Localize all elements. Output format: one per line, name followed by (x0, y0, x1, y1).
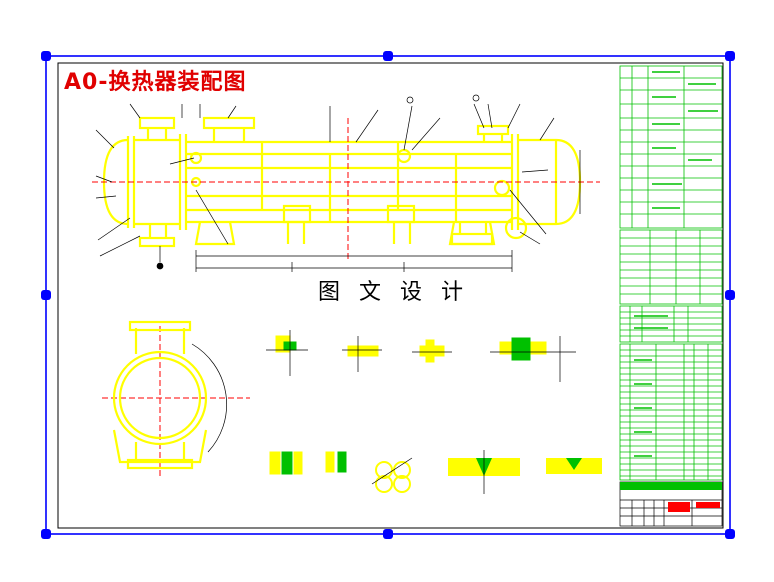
inner-frame (57, 62, 724, 529)
handle-bottom-right[interactable] (725, 529, 735, 539)
handle-top-mid[interactable] (383, 51, 393, 61)
end-view-arc (191, 343, 227, 453)
handle-top-right[interactable] (725, 51, 735, 61)
drawing-number-box (696, 502, 720, 508)
detail-2-2 (342, 336, 382, 372)
title-block-stamp (668, 502, 690, 512)
title-block-header-band (620, 482, 722, 490)
detail-tubesheet-weld (448, 450, 520, 494)
detail-5-5 (269, 451, 303, 475)
handle-bottom-left[interactable] (41, 529, 51, 539)
table-text-marks (634, 71, 718, 457)
watermark-text: 图 文 设 计 (318, 276, 463, 310)
detail-tube-arrangement (371, 457, 413, 493)
detail-4-4 (490, 336, 576, 382)
detail-baffle-weld (546, 458, 602, 474)
detail-3-3 (412, 339, 452, 363)
detail-6-6 (325, 451, 347, 473)
handle-mid-right[interactable] (725, 290, 735, 300)
end-view (112, 320, 208, 470)
handle-bottom-mid[interactable] (383, 529, 393, 539)
detail-1-1 (266, 330, 308, 376)
centerlines (92, 118, 600, 478)
tables (619, 65, 723, 481)
dimension-lines (95, 94, 581, 272)
handle-top-left[interactable] (41, 51, 51, 61)
detail-sections (266, 330, 602, 494)
handle-mid-left[interactable] (41, 290, 51, 300)
drawing-title: A0-换热器装配图 (64, 70, 247, 95)
selection-handles[interactable] (41, 51, 735, 539)
